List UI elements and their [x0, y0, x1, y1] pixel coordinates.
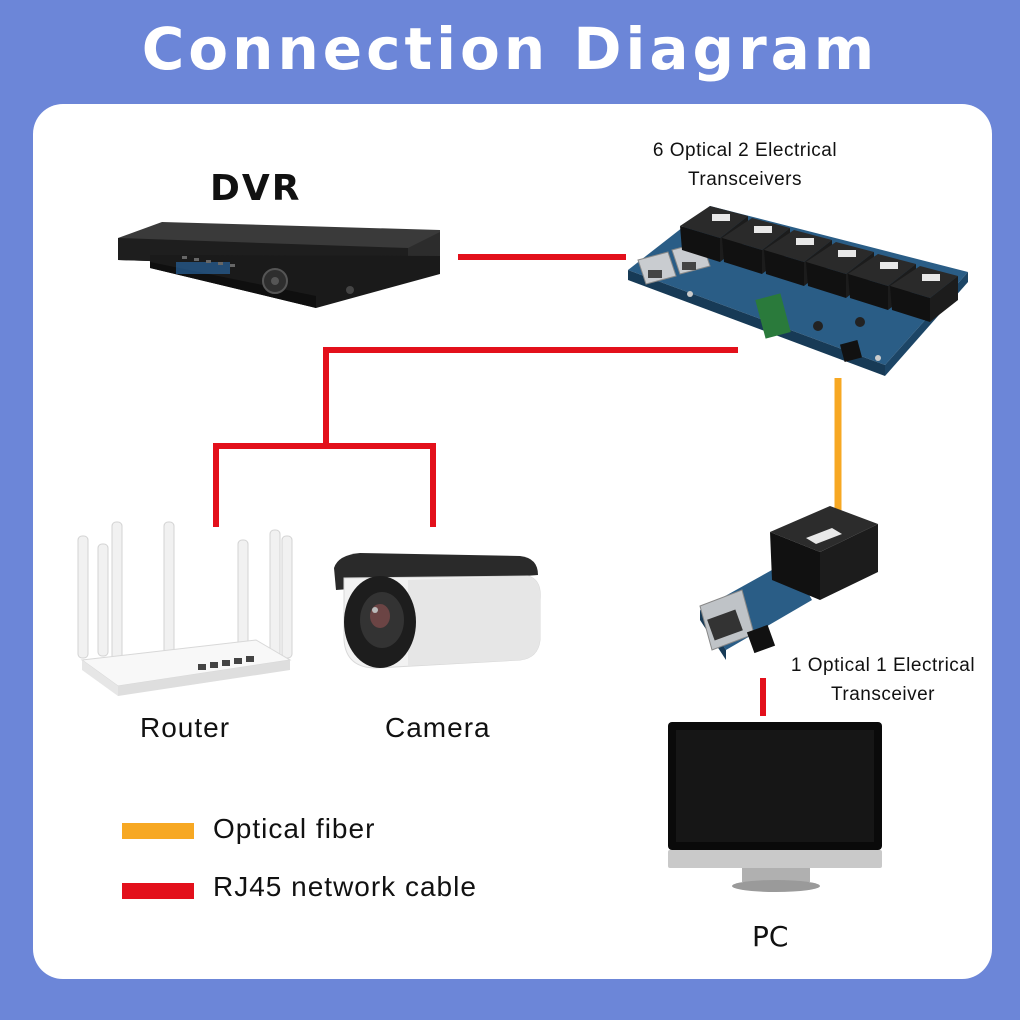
connection-lines	[213, 254, 842, 716]
transceiver-to-devices-cable	[323, 347, 738, 446]
single-transceiver-label-line1: 1 Optical 1 Electrical	[790, 655, 976, 676]
monitor-icon	[668, 722, 882, 892]
six-port-transceiver-label-line1: 6 Optical 2 Electrical	[652, 140, 838, 161]
multi-port-fiber-board-icon	[628, 206, 968, 376]
wifi-router-icon	[77, 521, 293, 696]
legend-fiber-label: Optical fiber	[213, 813, 376, 844]
converter-rj45-port	[699, 589, 755, 651]
dvr-recorder-icon	[118, 222, 440, 308]
fiber-module-icons	[680, 206, 958, 322]
camera-label: Camera	[385, 712, 491, 743]
legend-rj45-label: RJ45 network cable	[213, 871, 477, 902]
router-label: Router	[140, 712, 231, 743]
page-title: Connection Diagram	[141, 15, 879, 83]
dvr-label: DVR	[210, 168, 302, 209]
six-port-transceiver-label-line2: Transceivers	[687, 169, 803, 190]
single-transceiver-label: 1 Optical 1 Electrical Transceiver	[772, 651, 994, 709]
six-port-transceiver-label: 6 Optical 2 Electrical Transceivers	[600, 136, 890, 194]
converter-fiber-module	[770, 506, 878, 600]
legend-fiber-swatch	[122, 823, 194, 839]
bullet-camera-icon	[334, 553, 541, 669]
pc-label: PC	[752, 920, 789, 953]
board-components	[687, 291, 881, 363]
router-camera-branch-cable	[213, 443, 436, 527]
single-transceiver-label-line2: Transceiver	[830, 684, 936, 705]
legend-rj45-swatch	[122, 883, 194, 899]
single-fiber-converter-icon	[699, 506, 878, 660]
